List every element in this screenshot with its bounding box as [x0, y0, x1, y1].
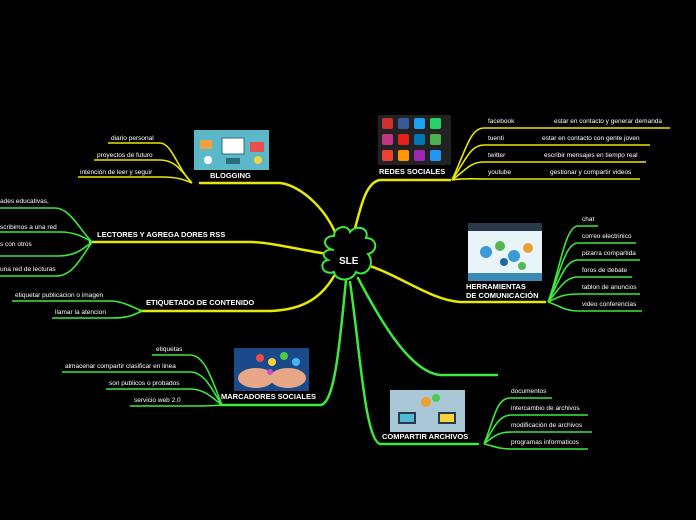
sub-herramientas-4 — [547, 276, 632, 303]
connector-compartir — [348, 280, 480, 446]
sub-marcadores-2 — [62, 371, 223, 406]
compartir-item-2[interactable]: intercambio de archivos — [511, 405, 580, 412]
blogging-item-1[interactable]: diario personal — [111, 135, 154, 142]
sub-marcadores-4 — [130, 404, 223, 407]
center-topic[interactable]: SLE — [339, 256, 359, 267]
branch-herramientas-title-1[interactable]: HERRAMIENTAS — [466, 282, 526, 291]
sub-herramientas-5 — [547, 293, 640, 303]
redes-item-3-desc[interactable]: escribir mensajes en tiempo real — [544, 152, 638, 159]
lectores-item-2[interactable]: scribimos a una red — [0, 224, 57, 231]
sub-lectores-1 — [0, 207, 93, 243]
branch-compartir-title[interactable]: COMPARTIR ARCHIVOS — [382, 432, 469, 441]
connector-marcadores — [218, 278, 348, 407]
sub-marcadores-1 — [152, 354, 223, 406]
redes-item-1-desc[interactable]: estar en contacto y generar demanda — [554, 118, 663, 125]
connector-empty — [356, 276, 499, 377]
sub-etiquetado-1 — [12, 300, 143, 312]
redes-item-1-name[interactable]: facebook — [488, 118, 515, 125]
compartir-image — [390, 390, 465, 432]
sub-blogging-2 — [94, 159, 193, 184]
branch-marcadores-title[interactable]: MARCADORES SOCIALES — [221, 392, 317, 401]
sub-lectores-4 — [0, 241, 93, 277]
marcadores-image — [234, 348, 309, 391]
blogging-item-2[interactable]: proyectos de futuro — [97, 152, 153, 159]
connector-etiquetado — [138, 274, 336, 313]
branch-lectores-title[interactable]: LECTORES Y AGREGA DORES RSS — [97, 230, 226, 239]
redes-image — [378, 115, 451, 165]
marcadores-item-3[interactable]: son publicos o probados — [109, 380, 180, 387]
herramientas-item-6[interactable]: video conferencias — [582, 301, 637, 308]
redes-item-2-desc[interactable]: estar en contacto con gente joven — [542, 135, 640, 142]
compartir-item-3[interactable]: modificación de archivos — [511, 422, 583, 429]
redes-item-4-name[interactable]: youtube — [488, 169, 512, 176]
connector-herramientas — [362, 262, 547, 304]
herramientas-item-4[interactable]: foros de debate — [582, 267, 628, 274]
sub-herramientas-3 — [547, 259, 640, 303]
redes-item-2-name[interactable]: tuenti — [488, 135, 504, 142]
sub-lectores-3 — [0, 241, 93, 257]
sub-compartir-2 — [483, 414, 588, 445]
compartir-item-4[interactable]: programas informaticos — [511, 439, 579, 446]
herramientas-item-1[interactable]: chat — [582, 216, 595, 223]
redes-item-4-desc[interactable]: gestionar y compartir videos — [550, 169, 632, 176]
sub-marcadores-3 — [106, 388, 223, 406]
compartir-item-1[interactable]: documentos — [511, 388, 547, 395]
sub-blogging-3 — [78, 176, 193, 184]
herramientas-image — [468, 223, 542, 281]
branch-redes-title[interactable]: REDES SOCIALES — [379, 167, 446, 176]
sub-redes-3 — [451, 161, 646, 181]
herramientas-item-5[interactable]: tablon de anuncios — [582, 284, 637, 291]
sub-compartir-3 — [483, 431, 592, 445]
connector-lectores — [88, 240, 330, 256]
blogging-image — [194, 130, 269, 170]
marcadores-item-2[interactable]: almacenar compartir clasificar en linea — [65, 363, 176, 370]
etiquetado-item-2[interactable]: llamar la atencion — [55, 309, 106, 316]
sub-redes-2 — [451, 144, 650, 181]
sub-herramientas-2 — [547, 242, 636, 303]
center-cloud[interactable] — [321, 226, 377, 281]
sub-lectores-2 — [0, 231, 93, 243]
sub-redes-1 — [451, 127, 670, 181]
herramientas-item-3[interactable]: pizarra compartida — [582, 250, 636, 257]
lectores-item-4[interactable]: una red de lecturas — [0, 266, 56, 273]
sub-redes-4 — [451, 177, 640, 181]
herramientas-item-2[interactable]: correo electrinico — [582, 233, 632, 240]
branch-etiquetado-title[interactable]: ETIQUETADO DE CONTENIDO — [146, 298, 255, 307]
marcadores-item-4[interactable]: servicio web 2.0 — [134, 397, 181, 404]
branch-blogging-title[interactable]: BLOGGING — [210, 171, 251, 180]
sub-etiquetado-2 — [52, 310, 143, 319]
branch-herramientas-title-2[interactable]: DE COMUNICACIÓN — [466, 291, 539, 300]
blogging-item-3[interactable]: intención de leer y seguir — [80, 169, 153, 176]
redes-item-3-name[interactable]: twitter — [488, 152, 506, 159]
etiquetado-item-1[interactable]: etiquetar publicacion o imagen — [15, 292, 104, 299]
lectores-item-1[interactable]: ades educativas, — [0, 198, 49, 205]
marcadores-item-1[interactable]: etiquetas — [156, 346, 183, 353]
lectores-item-3[interactable]: s con otros — [0, 241, 32, 248]
sub-herramientas-6 — [547, 301, 642, 312]
sub-compartir-1 — [483, 397, 552, 445]
sub-compartir-4 — [483, 443, 588, 450]
